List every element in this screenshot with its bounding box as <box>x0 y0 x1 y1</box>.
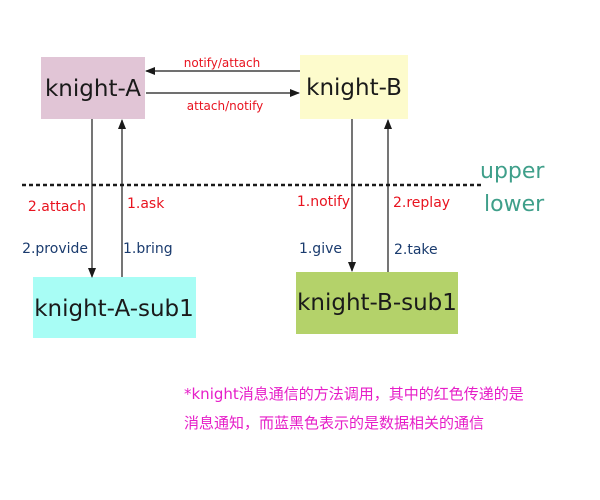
label-b-take: 2.take <box>394 242 438 258</box>
legend-note-line-2: 消息通知，而蓝黑色表示的是数据相关的通信 <box>184 414 485 432</box>
node-knight-a-label: knight-A <box>45 76 141 102</box>
node-knight-b-sub1: knight-B-sub1 <box>296 272 458 334</box>
node-knight-b: knight-B <box>300 55 408 119</box>
label-b-notify: 1.notify <box>297 194 350 210</box>
node-knight-a: knight-A <box>41 57 145 119</box>
label-a-provide: 2.provide <box>22 241 88 257</box>
level-upper-label: upper <box>480 159 545 184</box>
label-a-attach: 2.attach <box>28 199 86 215</box>
label-b-give: 1.give <box>299 241 342 257</box>
legend-note: *knight消息通信的方法调用，其中的红色传递的是 消息通知，而蓝黑色表示的是… <box>184 380 594 438</box>
legend-note-line-1: *knight消息通信的方法调用，其中的红色传递的是 <box>184 385 524 403</box>
node-knight-b-sub1-box <box>296 272 458 334</box>
node-knight-b-label: knight-B <box>306 75 402 101</box>
label-notify-attach: notify/attach <box>184 56 260 70</box>
level-lower-label: lower <box>484 192 545 217</box>
node-knight-a-box <box>41 57 145 119</box>
node-knight-b-sub1-label: knight-B-sub1 <box>297 290 457 316</box>
label-b-replay: 2.replay <box>393 195 450 211</box>
node-knight-a-sub1-label: knight-A-sub1 <box>34 296 194 322</box>
node-knight-a-sub1-box <box>33 277 196 338</box>
node-knight-a-sub1: knight-A-sub1 <box>33 277 196 338</box>
node-knight-b-box <box>300 55 408 119</box>
label-a-bring: 1.bring <box>123 241 173 257</box>
label-a-ask: 1.ask <box>127 196 165 212</box>
label-attach-notify: attach/notify <box>187 99 263 113</box>
